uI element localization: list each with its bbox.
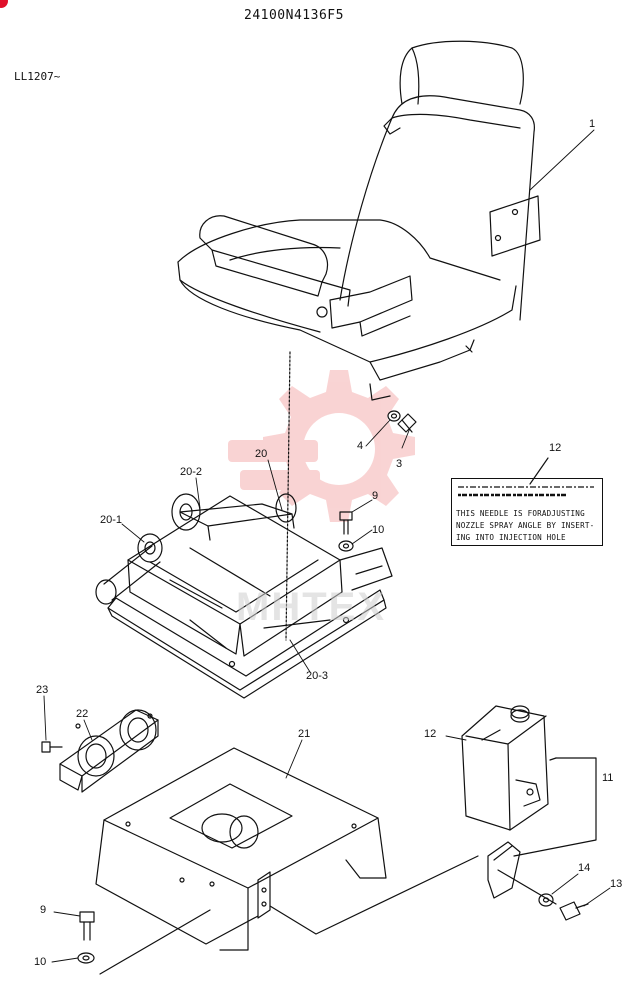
leader-11-pointer [549,757,557,761]
callout-12-label: 12 [549,442,562,454]
label-line-1: THIS NEEDLE IS FORADJUSTING [456,509,585,518]
bolt-9-upper [339,511,353,535]
callout-11: 11 [602,772,614,784]
callout-20-2: 20-2 [180,466,203,478]
callout-12-tank: 12 [424,728,437,740]
warning-label-12: THIS NEEDLE IS FORADJUSTING NOZZLE SPRAY… [451,478,603,546]
callout-1: 1 [589,118,596,130]
washer-10-upper [338,540,354,552]
suspension-assembly [95,493,393,699]
callout-leaders [43,129,611,963]
bolt-3 [397,413,417,433]
callout-10-upper: 10 [372,524,385,536]
document-number: 24100N4136F5 [244,8,344,23]
label-leader-12 [529,457,549,485]
washer-10-lower [77,952,95,964]
callout-9-upper: 9 [372,490,379,502]
screw-23 [41,741,63,753]
callout-3: 3 [396,458,403,470]
callout-20-3: 20-3 [306,670,329,682]
bolt-9-lower [79,911,95,941]
label-line-2: NOZZLE SPRAY ANGLE BY INSERT- [456,521,595,530]
leader-bracket-to-frame [269,855,479,935]
bracket-11 [487,841,521,899]
water-tank-12 [461,705,549,831]
watermark-logo [228,370,415,522]
label-line-3: ING INTO INJECTION HOLE [456,533,566,542]
callout-9-lower: 9 [40,904,47,916]
corner-marker [0,0,8,8]
callout-13: 13 [610,878,623,890]
seat-assembly [177,40,541,641]
callout-14: 14 [578,862,591,874]
callout-23: 23 [36,684,49,696]
control-panel-22 [59,709,159,793]
callout-20: 20 [255,448,268,460]
bracket-11-bracket-lines [513,757,597,857]
leader-lower-fastener [99,909,211,975]
bolt-13 [559,901,589,921]
callout-10-lower: 10 [34,956,47,968]
watermark-text: MHTEX [236,585,386,629]
callout-22: 22 [76,708,89,720]
callout-20-1: 20-1 [100,514,123,526]
label-illegible-text [458,486,594,497]
washer-4 [387,410,401,422]
callout-4: 4 [357,440,364,452]
base-frame-21 [95,747,387,951]
callout-21: 21 [298,728,311,740]
leader-bracket-to-bolt [497,869,557,905]
serial-range: LL1207~ [14,70,61,83]
